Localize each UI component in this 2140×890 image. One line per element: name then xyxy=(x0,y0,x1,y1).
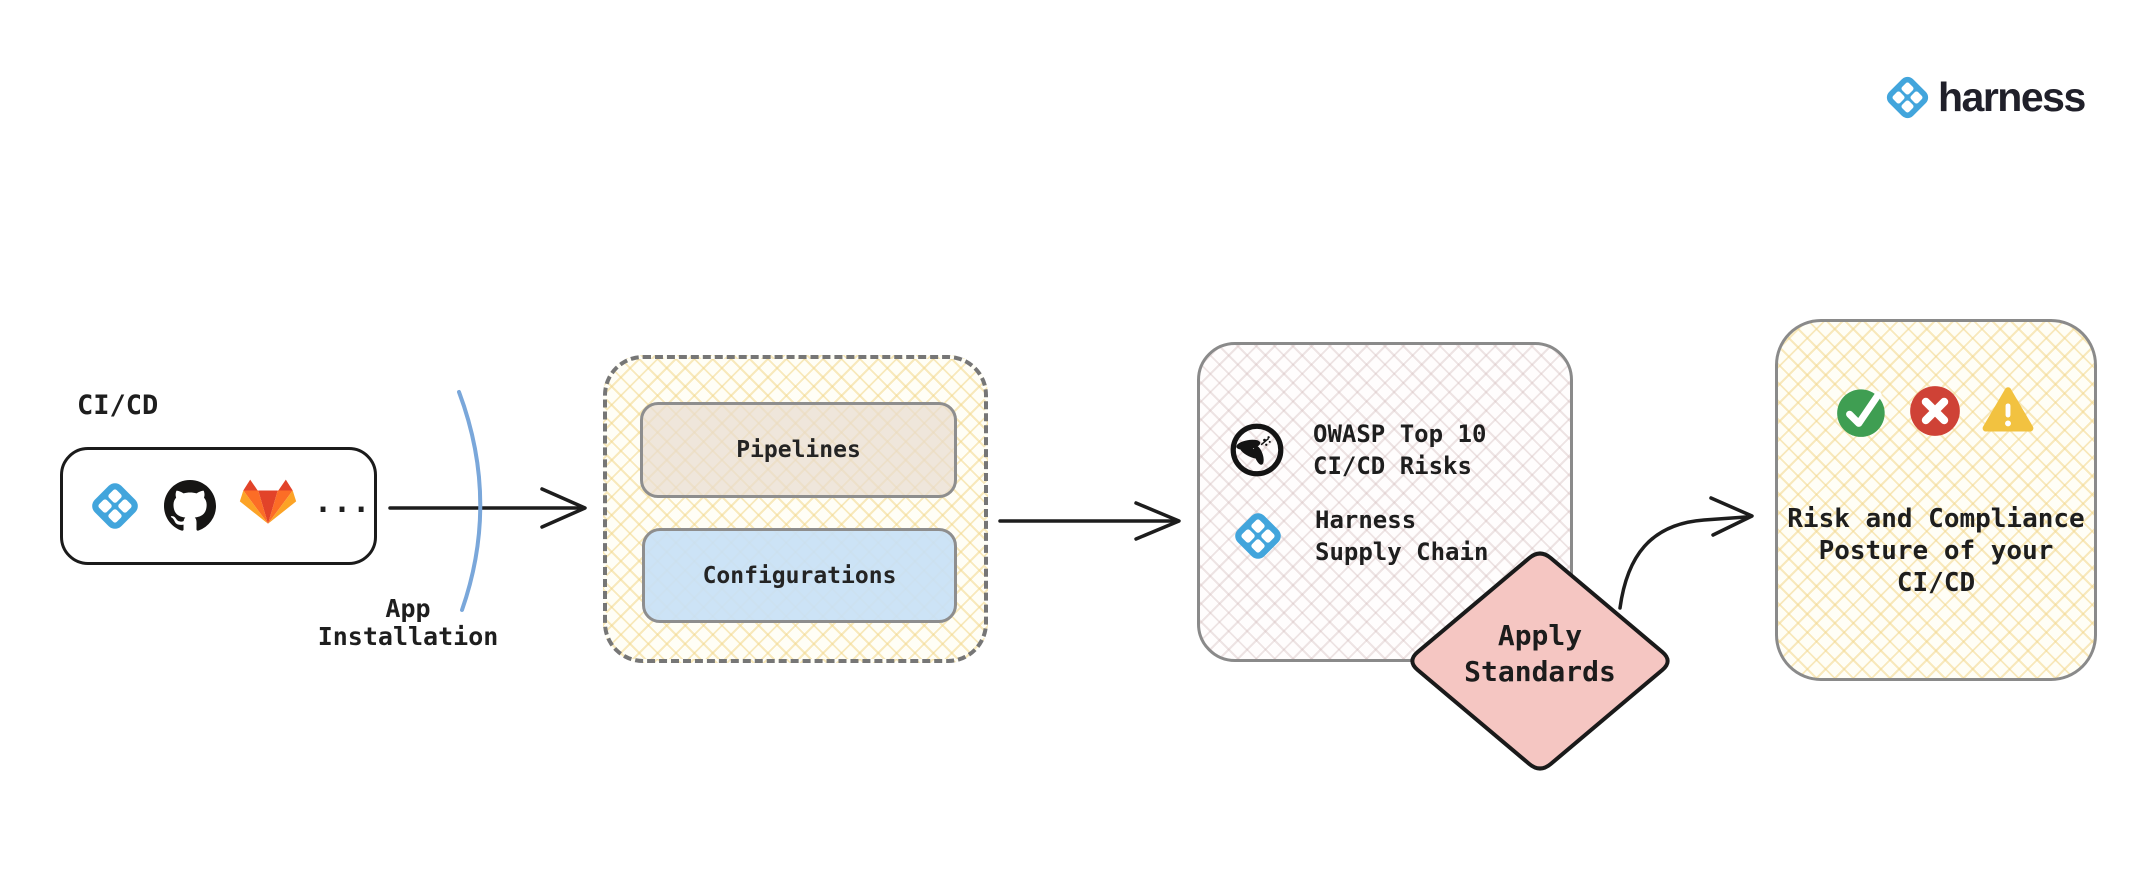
app-installation-label: App Installation xyxy=(317,594,499,651)
owasp-icon xyxy=(1230,423,1284,477)
pipelines-label: Pipelines xyxy=(736,437,861,463)
more-providers-label: ... xyxy=(314,484,372,520)
harness-icon xyxy=(1235,513,1281,559)
gitlab-icon xyxy=(239,479,297,524)
arrow-workspace-to-standards xyxy=(998,501,1181,541)
x-circle-icon xyxy=(1910,386,1960,436)
outcome-box xyxy=(1775,319,2097,681)
app-installation-arc xyxy=(457,390,483,612)
cicd-source-label: CI/CD xyxy=(77,390,159,421)
harness-logo-icon xyxy=(1886,76,1929,119)
arrow-source-to-workspace xyxy=(388,487,587,529)
arrow-standards-to-outcome xyxy=(1618,496,1754,610)
harness-wordmark: harness xyxy=(1938,74,2086,120)
github-icon xyxy=(164,480,216,531)
warning-triangle-icon xyxy=(1982,387,2034,432)
cicd-source-box: ... xyxy=(60,447,377,565)
outcome-status-icons xyxy=(1835,384,2035,438)
configurations-box: Configurations xyxy=(642,528,957,623)
harness-logo: harness xyxy=(1884,74,2086,121)
pipelines-box: Pipelines xyxy=(640,402,957,498)
standards-box xyxy=(1197,342,1573,662)
harness-icon xyxy=(92,483,138,529)
configurations-label: Configurations xyxy=(702,562,897,589)
check-circle-icon xyxy=(1837,389,1885,437)
outcome-label: Risk and Compliance Posture of your CI/C… xyxy=(1787,504,2085,598)
apply-standards-label: Apply Standards xyxy=(1464,619,1616,688)
